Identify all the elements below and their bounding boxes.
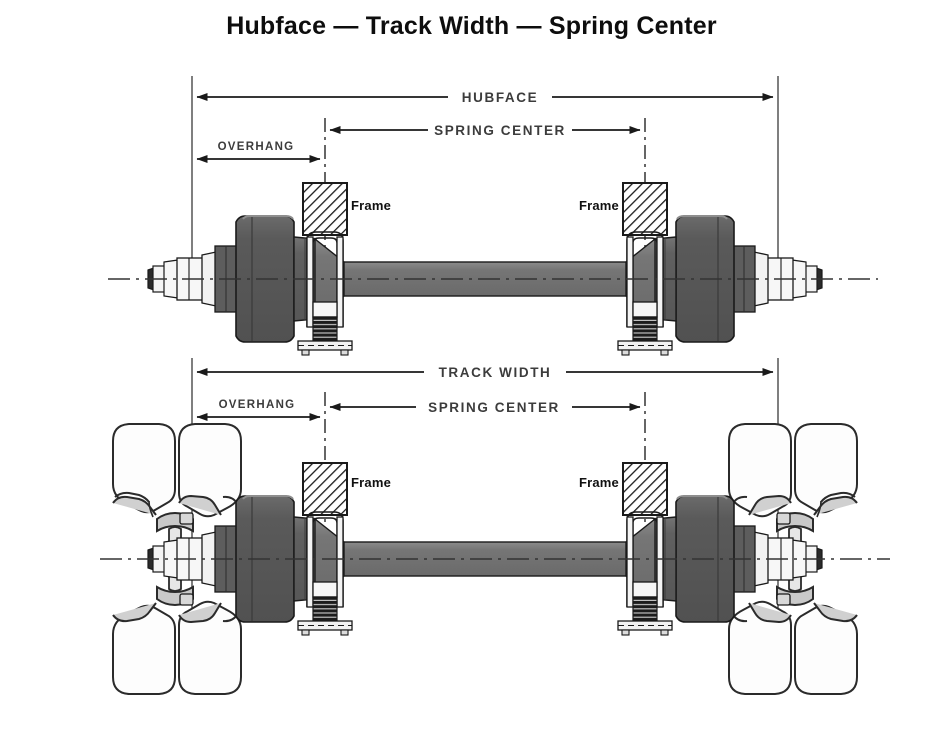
dimension-label-hubface: HUBFACE <box>462 90 538 105</box>
dual-wheel-axle-diagram: TRACK WIDTH SPRING CENTER OVERHANG <box>100 358 890 695</box>
callout-frame-right: Frame <box>579 198 619 213</box>
dimension-label-track-width: TRACK WIDTH <box>439 365 552 380</box>
dimension-spring-center-dual: SPRING CENTER <box>329 400 641 415</box>
dimension-spring-center: SPRING CENTER <box>329 123 641 138</box>
page-title: Hubface — Track Width — Spring Center <box>226 12 717 40</box>
single-wheel-axle-diagram: HUBFACE SPRING CENTER OVERHANG Fr <box>108 76 878 356</box>
dimension-label-overhang: OVERHANG <box>218 141 295 153</box>
callout-frame-left-dual: Frame <box>351 475 391 490</box>
callout-frame-right-dual: Frame <box>579 475 619 490</box>
dimension-overhang-dual: OVERHANG <box>196 399 321 421</box>
dimension-hubface: HUBFACE <box>196 90 774 105</box>
wheel-studs-left <box>179 512 194 606</box>
dimension-label-spring-center-dual: SPRING CENTER <box>428 400 560 415</box>
dimension-overhang: OVERHANG <box>196 141 321 163</box>
callout-frame-left: Frame <box>351 198 391 213</box>
dimension-label-spring-center: SPRING CENTER <box>434 123 566 138</box>
dimension-track-width: TRACK WIDTH <box>196 365 774 380</box>
wheel-studs-right <box>776 512 791 606</box>
dimension-label-overhang-dual: OVERHANG <box>219 399 296 411</box>
